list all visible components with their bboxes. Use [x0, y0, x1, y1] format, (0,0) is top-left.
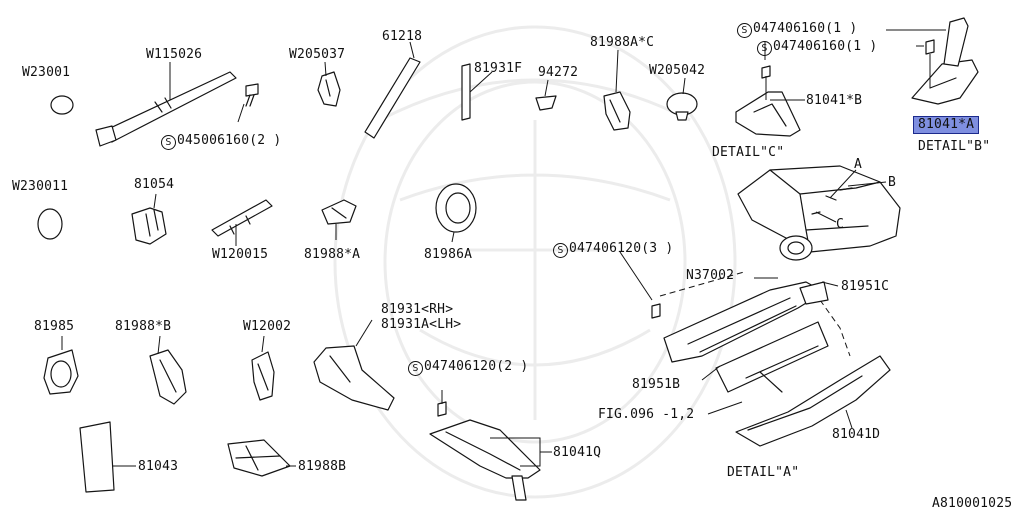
label-w115026: W115026	[146, 47, 203, 62]
label-81041d: 81041D	[832, 427, 881, 442]
label-81054: 81054	[134, 177, 175, 192]
label-n37002: N37002	[686, 268, 735, 283]
label-81931a-lh: 81931A<LH>	[381, 317, 462, 332]
grommet-81986a[interactable]	[435, 183, 477, 243]
label-w120015: W120015	[212, 247, 269, 262]
label-81988a-star: 81988*A	[304, 247, 361, 262]
s-symbol-icon: S	[737, 23, 752, 38]
cable-tie-w115026[interactable]	[95, 62, 237, 147]
cover-81931[interactable]	[313, 319, 395, 411]
clip-81988b-star[interactable]	[149, 335, 187, 405]
clip-w12002[interactable]	[251, 335, 275, 401]
label-w230011: W230011	[12, 179, 69, 194]
label-81951c: 81951C	[841, 279, 890, 294]
watermark-crest	[333, 25, 737, 499]
vehicle-front	[737, 165, 901, 261]
bracket-detail-b[interactable]	[886, 17, 979, 105]
s-symbol-icon: S	[161, 135, 176, 150]
seal-w230011[interactable]	[37, 208, 63, 240]
bolt-s2-code: 047406160(1 )	[773, 39, 878, 54]
screw-045006160[interactable]	[237, 83, 259, 123]
label-81988b-star: 81988*B	[115, 319, 172, 334]
clip-81988b[interactable]	[227, 439, 296, 477]
clip-81988a-star[interactable]	[321, 199, 357, 240]
pad-81043[interactable]	[79, 421, 115, 493]
s-symbol-icon: S	[408, 361, 423, 376]
clip-w120015[interactable]	[211, 199, 273, 246]
callout-a: A	[854, 157, 863, 172]
label-81931f: 81931F	[474, 61, 523, 76]
bracket-81041b[interactable]	[735, 42, 805, 137]
s-symbol-icon: S	[553, 243, 568, 258]
bracket-81041q[interactable]	[429, 390, 552, 501]
label-w12002: W12002	[243, 319, 292, 334]
label-81041b: 81041*B	[806, 93, 863, 108]
label-81988b: 81988B	[298, 459, 347, 474]
callout-c: C	[836, 217, 845, 232]
label-detail-a: DETAIL"A"	[727, 465, 800, 480]
label-81985: 81985	[34, 319, 75, 334]
bolt-s1-code: 047406160(1 )	[753, 21, 858, 36]
strip-61218[interactable]	[364, 41, 421, 139]
label-w23001: W23001	[22, 65, 71, 80]
bolt-s4-code: 047406120(3 )	[569, 241, 674, 256]
plug-w205042[interactable]	[666, 77, 698, 121]
label-81931-rh: 81931<RH>	[381, 302, 454, 317]
callout-b: B	[888, 175, 897, 190]
label-61218: 61218	[382, 29, 423, 44]
duct-assembly[interactable]	[619, 251, 891, 447]
label-81951b: 81951B	[632, 377, 681, 392]
clip-w205037[interactable]	[317, 61, 341, 107]
label-w205037: W205037	[289, 47, 346, 62]
strip-81931f[interactable]	[461, 63, 493, 121]
figure-ref-096[interactable]: FIG.096 -1,2	[598, 407, 695, 422]
grommet-81985[interactable]	[43, 336, 79, 395]
label-w205042: W205042	[649, 63, 706, 78]
grommet-94272[interactable]	[535, 79, 557, 111]
label-81041q: 81041Q	[553, 445, 602, 460]
s-symbol-icon: S	[757, 41, 772, 56]
label-detail-b: DETAIL"B"	[918, 139, 991, 154]
label-81041a-highlighted[interactable]: 81041*A	[912, 116, 980, 134]
label-81043: 81043	[138, 459, 179, 474]
label-94272: 94272	[538, 65, 579, 80]
bracket-81054[interactable]	[131, 193, 167, 245]
label-81988a-c: 81988A*C	[590, 35, 655, 50]
label-detail-c: DETAIL"C"	[712, 145, 785, 160]
figure-id: A810001025	[932, 496, 1013, 511]
seal-w23001[interactable]	[50, 95, 74, 115]
clip-81988a-c[interactable]	[603, 49, 631, 131]
label-81986a: 81986A	[424, 247, 473, 262]
screw-s3-code: 045006160(2 )	[177, 133, 282, 148]
bolt-s5-code: 047406120(2 )	[424, 359, 529, 374]
